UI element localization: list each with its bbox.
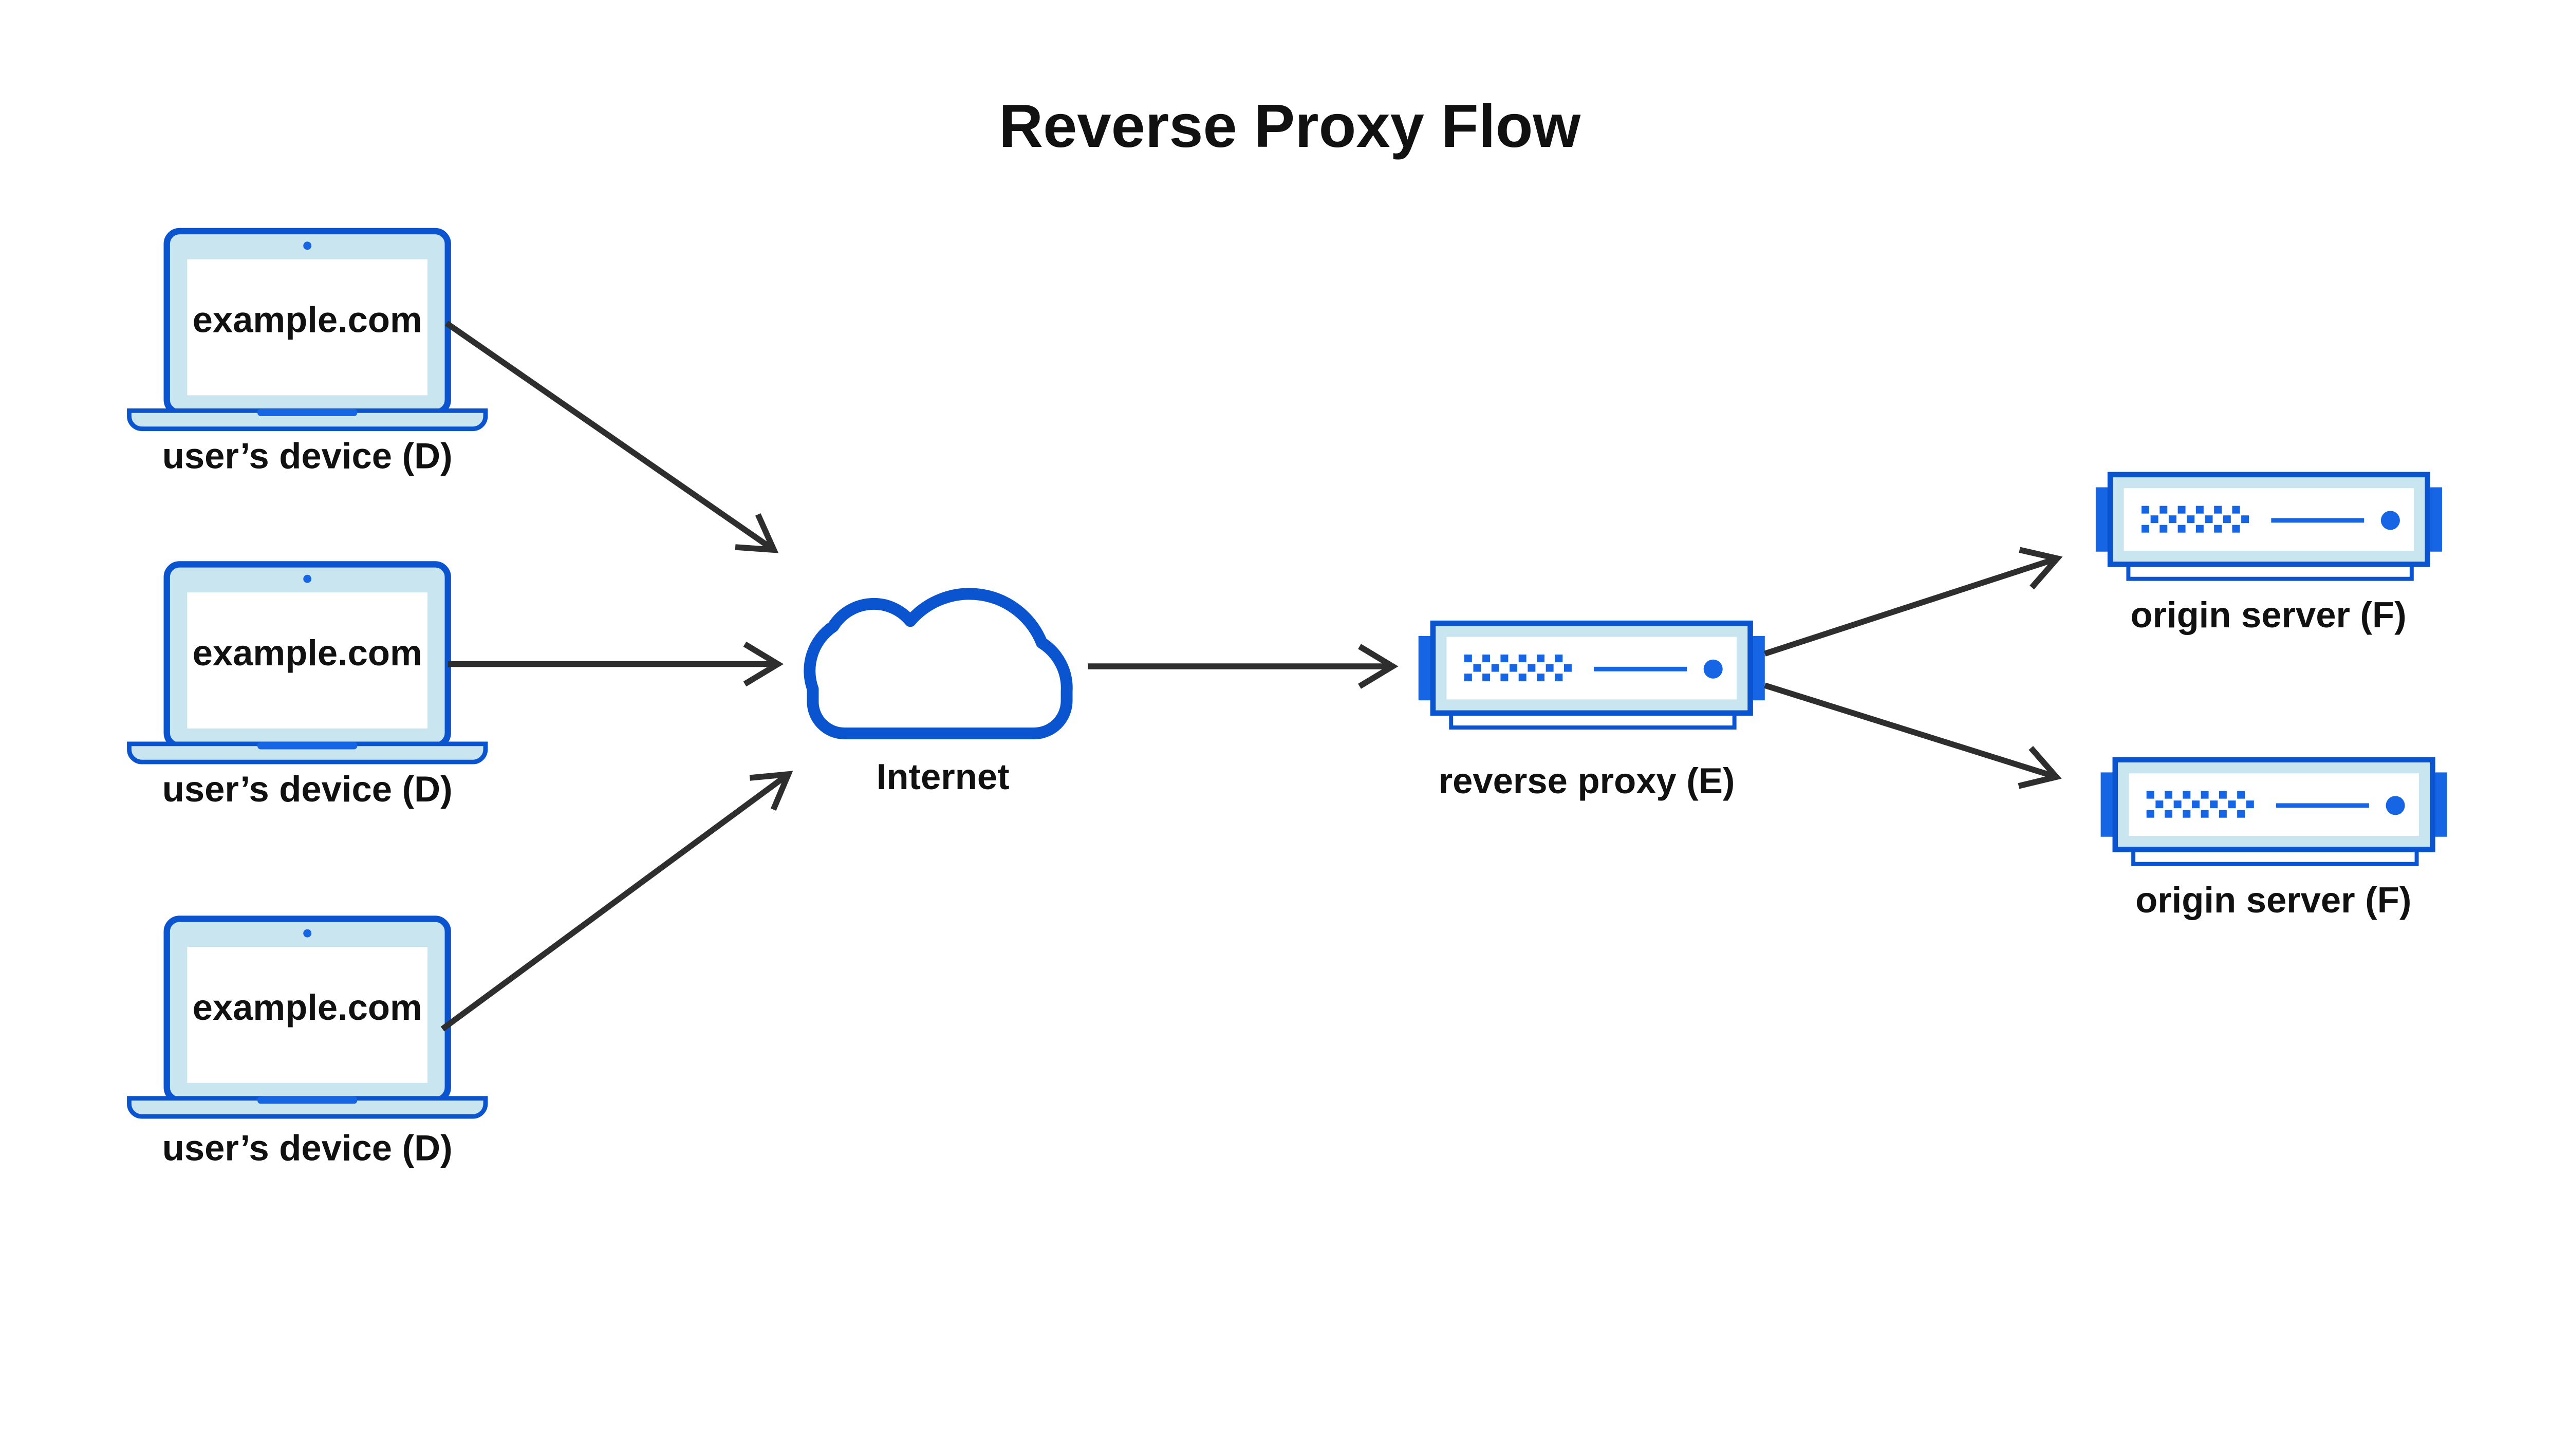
device-screen-text: example.com (193, 987, 422, 1028)
hinge-notch (257, 742, 358, 750)
arrow-proxy-to-origin1 (1764, 547, 2063, 657)
user-device-1: example.com user’s device (D) (127, 228, 488, 476)
server-icon (2100, 757, 2447, 866)
internet-label: Internet (877, 756, 1010, 797)
server-vents-pattern (2146, 791, 2254, 818)
arrowhead-icon (2018, 746, 2062, 789)
camera-dot-icon (303, 574, 312, 583)
server-slot-line (2276, 803, 2369, 808)
laptop-icon (127, 228, 488, 432)
flow-arrows (440, 321, 2063, 1032)
server-vents-pattern (2141, 506, 2249, 533)
server-power-dot (2386, 796, 2405, 815)
laptop-icon (127, 916, 488, 1119)
server-icon (2095, 472, 2442, 581)
device-label: user’s device (D) (162, 435, 453, 476)
origin-server-label: origin server (F) (2130, 594, 2406, 635)
server-power-dot (1703, 659, 1723, 679)
hinge-notch (257, 408, 358, 416)
arrowhead-icon (2019, 547, 2063, 590)
cloud-icon (804, 588, 1073, 740)
server-vents-pattern (1464, 655, 1572, 682)
laptop-icon (127, 561, 488, 764)
camera-dot-icon (303, 241, 312, 250)
arrow-device2-to-internet (448, 641, 784, 687)
device-screen-text: example.com (193, 300, 422, 340)
arrowhead-icon (1358, 644, 1399, 689)
reverse-proxy-node: reverse proxy (E) (1418, 620, 1765, 801)
reverse-proxy-flow-diagram: Reverse Proxy Flow example.com user’s de… (127, 91, 2447, 1168)
arrow-internet-to-proxy (1088, 644, 1399, 689)
internet-node: Internet (804, 588, 1073, 797)
arrow-device1-to-internet (444, 321, 779, 553)
device-screen-text: example.com (193, 632, 422, 673)
server-icon (1418, 620, 1765, 730)
user-device-3: example.com user’s device (D) (127, 916, 488, 1168)
arrowhead-icon (749, 771, 793, 811)
user-device-2: example.com user’s device (D) (127, 561, 488, 809)
arrowhead-icon (743, 641, 784, 687)
server-slot-line (1594, 666, 1687, 671)
device-label: user’s device (D) (162, 769, 453, 809)
arrow-device3-to-internet (440, 771, 793, 1032)
diagram-title: Reverse Proxy Flow (999, 92, 1580, 160)
arrowhead-icon (735, 513, 779, 553)
server-power-dot (2380, 511, 2400, 530)
origin-server-node-1: origin server (F) (2095, 472, 2442, 635)
hinge-notch (257, 1096, 358, 1104)
arrow-proxy-to-origin2 (1764, 682, 2062, 789)
diagram-canvas: Reverse Proxy Flow example.com user’s de… (127, 91, 2447, 1168)
origin-server-label: origin server (F) (2135, 880, 2411, 920)
origin-server-node-2: origin server (F) (2100, 757, 2447, 920)
camera-dot-icon (303, 929, 312, 938)
reverse-proxy-label: reverse proxy (E) (1439, 760, 1735, 801)
device-label: user’s device (D) (162, 1128, 453, 1168)
server-slot-line (2271, 518, 2365, 523)
